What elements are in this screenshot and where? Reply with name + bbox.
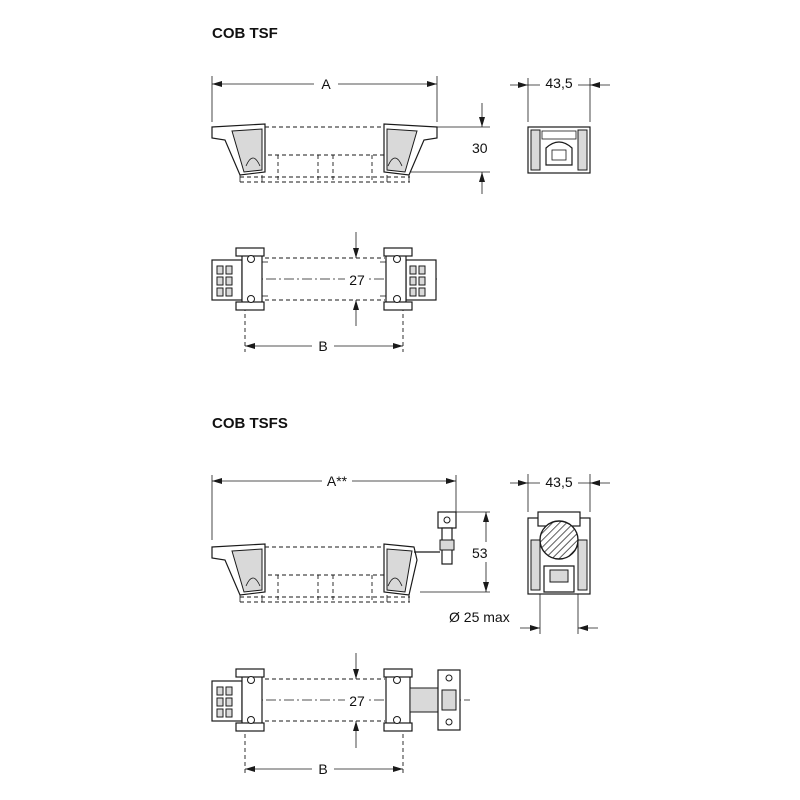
dimension-diameter: Ø 25 max <box>449 594 598 634</box>
dimension-b: B <box>245 336 403 356</box>
dimension-53-label: 53 <box>472 545 488 561</box>
cable-clamp-post <box>414 511 457 565</box>
tsfs-side-view: A** <box>211 471 494 603</box>
right-foot <box>383 543 418 602</box>
dimension-b-label: B <box>318 761 327 777</box>
tsf-top-view: 27 B <box>211 232 437 356</box>
section-cob-tsf: COB TSF A <box>211 25 610 356</box>
dimension-30-label: 30 <box>472 140 488 156</box>
left-clamp <box>211 247 268 311</box>
dimension-b: B <box>245 759 403 779</box>
left-clamp <box>211 668 265 732</box>
dimension-a-star: A** <box>211 471 457 540</box>
tsfs-end-view: 43,5 Ø 25 max <box>449 471 610 634</box>
section-cob-tsfs: COB TSFS A** <box>211 415 610 779</box>
dimension-43-5-label: 43,5 <box>545 75 572 91</box>
dimension-43-5-label: 43,5 <box>545 474 572 490</box>
dimension-a-label: A <box>321 76 331 92</box>
dimension-diameter-label: Ø 25 max <box>449 609 510 625</box>
tsf-side-view: A <box>211 74 490 194</box>
dimension-27-label: 27 <box>349 272 365 288</box>
right-foot <box>383 123 438 182</box>
dimension-a-star-label: A** <box>327 473 348 489</box>
right-clamp-with-post <box>383 668 461 732</box>
tsfs-top-view: 27 B <box>211 653 470 779</box>
dimension-27-label: 27 <box>349 693 365 709</box>
section-title: COB TSF <box>212 25 278 42</box>
dimension-43-5: 43,5 <box>510 73 610 122</box>
dimension-a: A <box>211 74 438 122</box>
left-foot <box>211 123 266 182</box>
left-foot <box>211 543 266 602</box>
right-clamp <box>380 247 437 311</box>
dimension-27: 27 <box>345 232 369 326</box>
dimension-27: 27 <box>345 653 369 748</box>
dimension-b-label: B <box>318 338 327 354</box>
dimension-30: 30 <box>410 103 490 194</box>
section-title: COB TSFS <box>212 415 288 432</box>
dimension-43-5: 43,5 <box>510 471 610 512</box>
tsf-end-view: 43,5 <box>510 73 610 174</box>
cable-section <box>539 520 579 560</box>
dimension-53: 53 <box>420 511 494 593</box>
